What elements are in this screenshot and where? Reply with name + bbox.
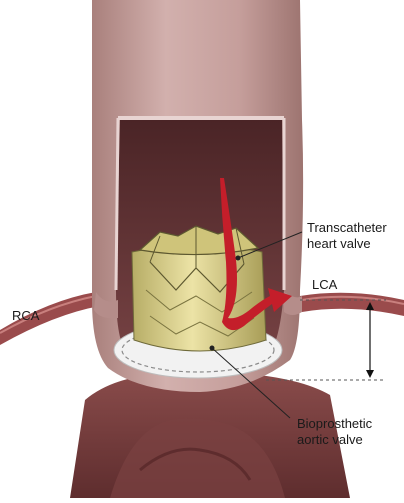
label-line: Transcatheter [307, 220, 387, 236]
label-line: heart valve [307, 236, 387, 252]
label-lca: LCA [312, 277, 337, 293]
label-transcatheter-heart-valve: Transcatheter heart valve [307, 220, 387, 252]
label-rca: RCA [12, 308, 39, 324]
label-line: Bioprosthetic [297, 416, 372, 432]
label-bioprosthetic-aortic-valve: Bioprosthetic aortic valve [297, 416, 372, 448]
label-line: aortic valve [297, 432, 372, 448]
